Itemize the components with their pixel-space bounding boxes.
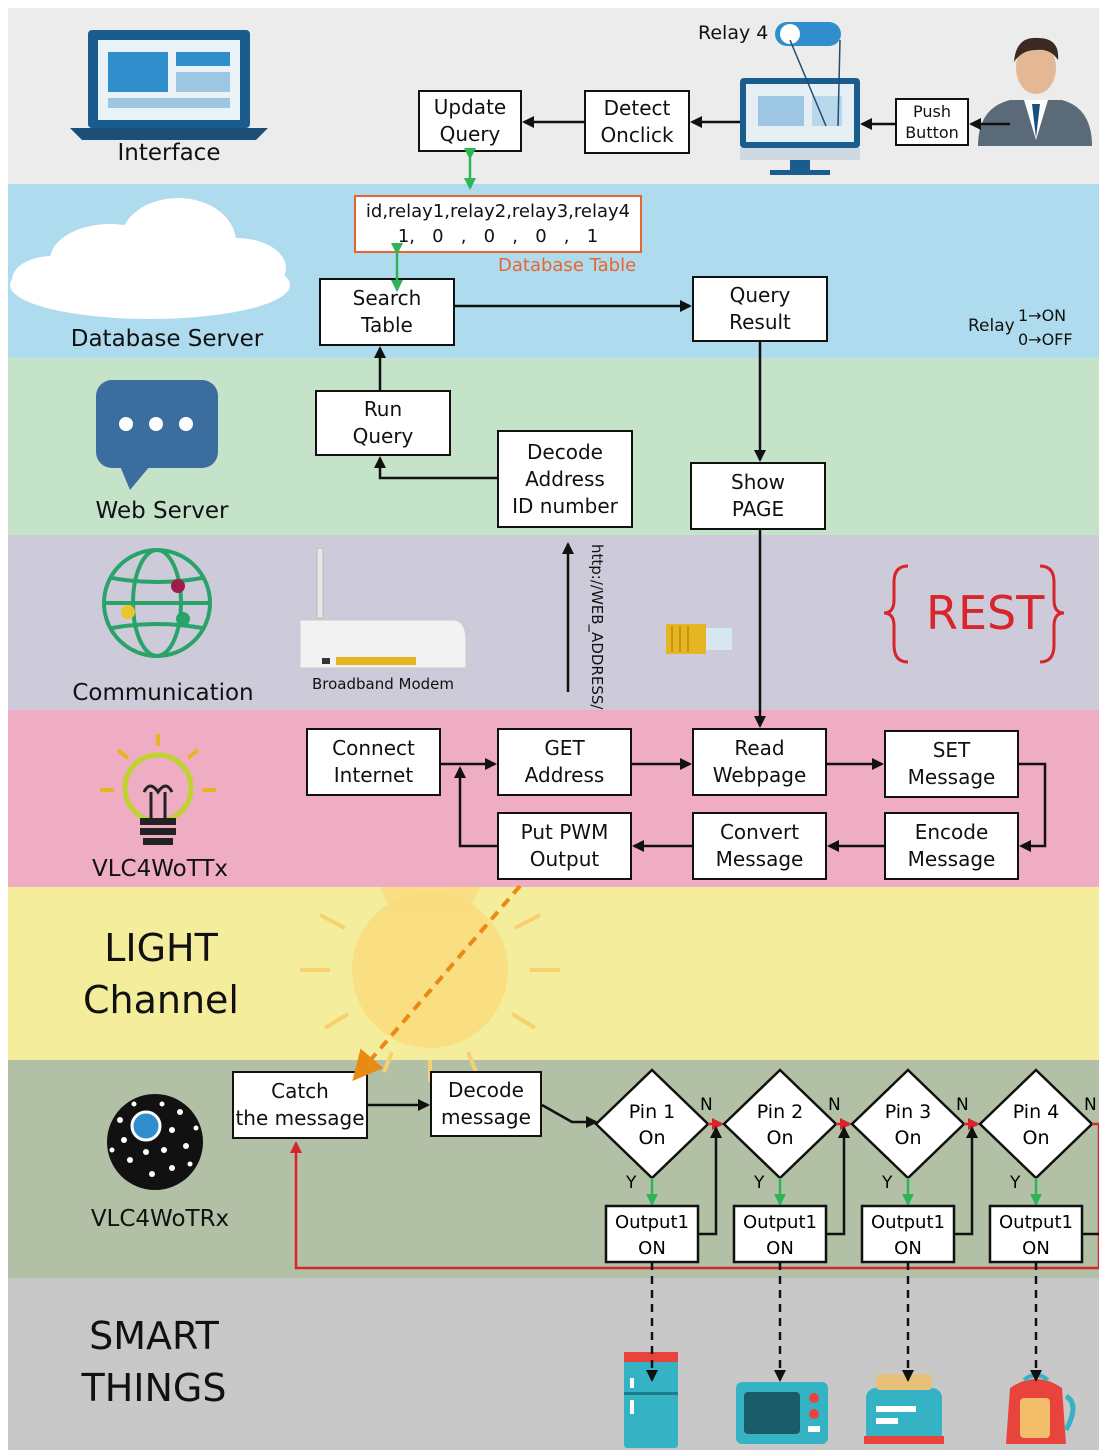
yes-label: Y: [881, 1173, 893, 1193]
laptop-icon: [70, 30, 268, 140]
pin-label-1: Pin 1: [629, 1101, 676, 1123]
relay-legend-label: Relay: [968, 316, 1015, 336]
light-beam-arrow: [352, 884, 522, 1082]
lane-communication: [8, 535, 1099, 710]
output-label-3: ON: [894, 1238, 922, 1259]
pin-decision-3: [850, 1068, 966, 1180]
output-label-1: Output1: [615, 1212, 689, 1233]
query-result-box: Query Result: [692, 276, 828, 342]
kettle-icon: [1006, 1373, 1076, 1444]
catch-message-box: Catch the message: [232, 1071, 368, 1139]
output-label-2: ON: [766, 1238, 794, 1259]
output-return-arrow: [826, 1126, 850, 1236]
ethernet-cable-icon: [666, 624, 732, 654]
get-address-box: GET Address: [497, 728, 632, 796]
output-label-4: Output1: [999, 1212, 1073, 1233]
monitor-icon: [740, 78, 860, 175]
fridge-icon: [624, 1352, 678, 1448]
pin-decision-2: [722, 1068, 838, 1180]
glowing-bulb-icon: [300, 887, 560, 1082]
update-query-box: Update Query: [418, 90, 522, 152]
toggle-switch-icon: [775, 22, 841, 127]
output-label-1: ON: [638, 1238, 666, 1259]
no-label: N: [828, 1095, 841, 1115]
show-page-box: Show PAGE: [690, 462, 826, 530]
lane-label-tx: VLC4WoTTx: [91, 856, 228, 882]
output-label-4: ON: [1022, 1238, 1050, 1259]
chat-bubble-icon: [96, 380, 218, 490]
rest-label: REST: [926, 586, 1045, 640]
cloud-icon: [10, 198, 290, 319]
output-box-4: [988, 1204, 1084, 1264]
lane-label-light: LIGHT Channel: [82, 926, 239, 1022]
microwave-icon: [736, 1382, 828, 1444]
convert-message-box: Convert Message: [692, 812, 827, 880]
detect-onclick-box: Detect Onclick: [584, 90, 690, 154]
pin-label-3: On: [895, 1127, 922, 1149]
pin-label-2: Pin 2: [757, 1101, 804, 1123]
yes-label: Y: [625, 1173, 637, 1193]
lane-label-database: Database Server: [70, 326, 264, 352]
connect-internet-box: Connect Internet: [306, 728, 441, 796]
arrow-decode-to-run: [374, 456, 497, 480]
toaster-icon: [864, 1374, 944, 1444]
globe-node-icon: [176, 612, 190, 626]
lane-light: [8, 887, 1099, 1060]
pin-label-3: Pin 3: [885, 1101, 932, 1123]
yes-label: Y: [753, 1173, 765, 1193]
no-label: N: [1084, 1095, 1097, 1115]
output-return-arrow: [954, 1126, 978, 1236]
user-icon: [978, 37, 1092, 146]
decode-message-box: Decode message: [430, 1071, 542, 1137]
relay-legend-on: 1→ON: [1018, 306, 1067, 325]
database-table-caption: Database Table: [498, 255, 637, 276]
decode-address-box: Decode Address ID number: [497, 430, 633, 528]
database-table-header: id,relay1,relay2,relay3,relay4: [365, 201, 631, 222]
set-message-box: SET Message: [884, 730, 1019, 798]
globe-node-icon: [171, 579, 185, 593]
output-box-1: [604, 1204, 700, 1264]
output-label-2: Output1: [743, 1212, 817, 1233]
arrow-set-to-encode: [1019, 762, 1047, 852]
yes-label: Y: [1009, 1173, 1021, 1193]
search-table-box: Search Table: [319, 278, 455, 346]
database-table-row: 1, 0 , 0 , 0 , 1: [397, 226, 599, 247]
lane-label-communication: Communication: [72, 680, 254, 706]
pin-decision-4: [978, 1068, 1094, 1180]
encode-message-box: Encode Message: [884, 812, 1019, 880]
rx-return-loop: [290, 1124, 1099, 1270]
modem-icon: [299, 547, 467, 669]
arrow-pwm-loop: [454, 766, 497, 848]
receiver-sphere-icon: [107, 1094, 203, 1190]
globe-icon: [102, 548, 212, 658]
relay-label: Relay 4: [698, 22, 769, 44]
globe-node-icon: [121, 605, 135, 619]
run-query-box: Run Query: [315, 390, 451, 456]
arrow-decode-to-pin1: [541, 1103, 598, 1128]
read-webpage-box: Read Webpage: [692, 728, 827, 796]
pin-decision-1: [594, 1068, 710, 1180]
pin-label-4: On: [1023, 1127, 1050, 1149]
pin-label-2: On: [767, 1127, 794, 1149]
push-button-box: Push Button: [895, 98, 969, 146]
pwm-output-box: Put PWM Output: [497, 812, 632, 880]
lane-label-web: Web Server: [95, 498, 229, 524]
lane-label-rx: VLC4WoTRx: [90, 1206, 230, 1232]
output-return-arrow: [698, 1126, 722, 1236]
lane-label-smart: SMART THINGS: [81, 1314, 227, 1410]
no-label: N: [700, 1095, 713, 1115]
pin-label-1: On: [639, 1127, 666, 1149]
no-label: N: [956, 1095, 969, 1115]
output-label-3: Output1: [871, 1212, 945, 1233]
relay-legend-off: 0→OFF: [1018, 330, 1073, 349]
modem-label: Broadband Modem: [312, 675, 455, 693]
rest-icon: [883, 564, 1065, 664]
lightbulb-icon: [100, 734, 216, 845]
lane-label-interface: Interface: [117, 140, 221, 166]
pin-label-4: Pin 4: [1013, 1101, 1060, 1123]
